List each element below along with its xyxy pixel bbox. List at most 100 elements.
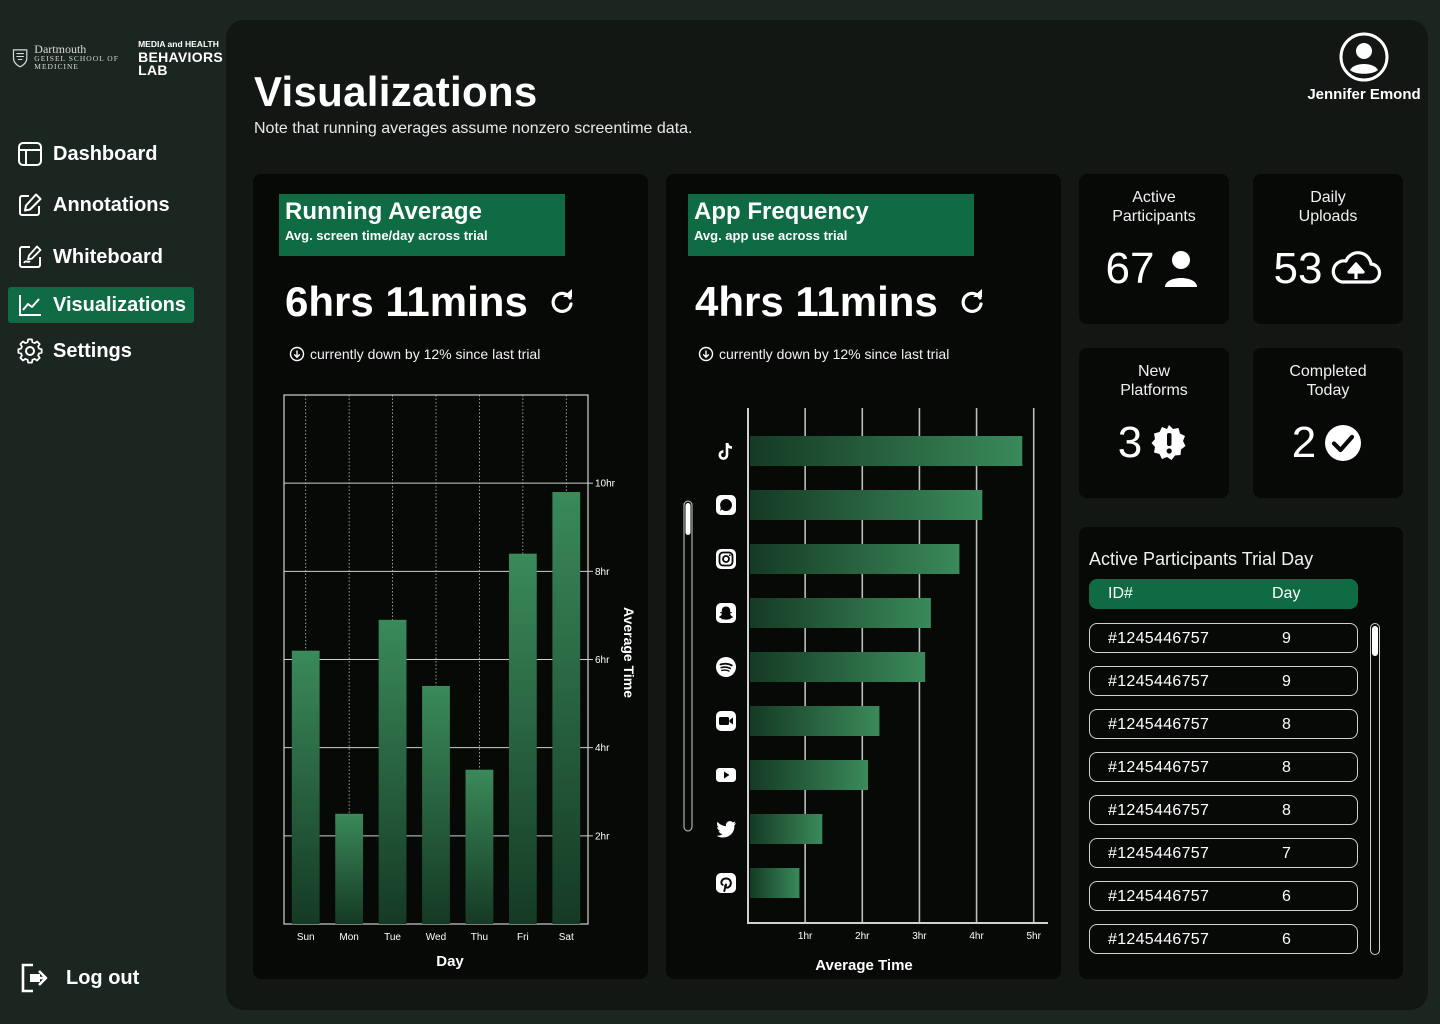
x-tick-label: Sat [559,932,574,943]
bar-tiktok [750,436,1023,466]
lab-name: MEDIA and HEALTH BEHAVIORS LAB [138,39,223,78]
school-name: Dartmouth GEISEL SCHOOL OF MEDICINE [34,42,119,71]
stat-completed-today: Completed Today 2 [1253,348,1403,498]
x-tick-label: Wed [426,932,446,943]
participant-id: #1245446757 [1108,931,1210,948]
scrollbar-thumb[interactable] [685,503,691,535]
nav-item-whiteboard[interactable]: Whiteboard [8,239,194,275]
x-tick-label: 4hr [969,931,984,942]
dashboard-icon [18,142,42,166]
running-average-header: Running Average Avg. screen time/day acr… [279,194,565,256]
app-frequency-card: App Frequency Avg. app use across trial … [666,174,1061,979]
nav-item-annotations[interactable]: Annotations [8,187,194,223]
x-tick-label: Sun [297,932,315,943]
participants-title: Active Participants Trial Day [1089,549,1314,569]
stat-number: 53 [1273,244,1323,293]
cloud-upload-icon [1332,251,1382,284]
participant-row[interactable]: #1245446757 6 [1089,924,1358,954]
stat-number: 67 [1105,244,1155,293]
nav-label: Whiteboard [53,245,163,268]
trend-text: currently down by 12% since last trial [719,346,950,362]
participant-day: 8 [1282,716,1291,733]
user-name: Jennifer Emond [1307,86,1421,103]
card-subtitle: Avg. screen time/day across trial [285,228,488,243]
x-tick-label: Mon [339,932,358,943]
bar-pinterest [750,868,800,898]
nav-item-visualizations[interactable]: Visualizations [8,287,194,323]
bar-fri [508,553,537,924]
bar-thu [465,769,494,924]
value-text: 4hrs 11mins [695,278,938,325]
running-average-value: 6hrs 11mins [285,278,576,326]
participant-row[interactable]: #1245446757 7 [1089,838,1358,868]
instagram-icon [716,549,736,569]
messenger-icon [716,495,736,515]
x-tick-label: 5hr [1026,931,1041,942]
participant-day: 6 [1282,888,1291,905]
nav-item-settings[interactable]: Settings [8,333,194,369]
arrow-down-circle-icon [698,346,714,362]
x-tick-label: Thu [471,932,488,943]
column-id-header: ID# [1108,585,1133,602]
arrow-down-circle-icon [289,346,305,362]
y-tick-label: 4hr [595,743,610,754]
participant-row[interactable]: #1245446757 6 [1089,881,1358,911]
card-title: Running Average [285,198,482,225]
bar-wed [422,685,450,924]
logout-label: Log out [66,966,140,989]
running-average-trend: currently down by 12% since last trial [289,346,540,362]
bar-zoom [750,706,880,736]
edit-icon [19,193,42,216]
x-tick-label: Tue [384,932,401,943]
y-tick-label: 6hr [595,655,610,666]
bar-messenger [750,490,983,520]
main-panel: Visualizations Note that running average… [226,20,1428,1010]
participants-scrollbar[interactable] [1370,623,1380,955]
participant-row[interactable]: #1245446757 8 [1089,709,1358,739]
page-title: Visualizations [254,68,538,115]
chart-line-icon [19,295,41,316]
y-tick-label: 8hr [595,567,610,578]
participants-panel: Active Participants Trial Day ID# Day #1… [1079,527,1403,979]
twitter-icon [716,821,736,838]
shield-icon [12,48,28,68]
bar-sun [291,650,320,924]
stat-value: 67 [1079,244,1229,294]
refresh-icon[interactable] [958,288,986,316]
participant-day: 8 [1282,802,1291,819]
column-day-header: Day [1272,585,1301,602]
app-list-scrollbar[interactable] [683,500,693,832]
refresh-icon[interactable] [548,288,576,316]
participant-row[interactable]: #1245446757 9 [1089,623,1358,653]
participant-id: #1245446757 [1108,630,1210,647]
logout-button[interactable]: Log out [20,962,139,994]
card-title: App Frequency [694,198,869,225]
scrollbar-thumb[interactable] [1372,626,1378,656]
stat-label: New Platforms [1120,363,1188,399]
person-icon [1165,251,1198,287]
y-axis-label: Average Time [621,607,637,698]
logout-icon [21,963,48,993]
participant-day: 9 [1282,673,1291,690]
card-subtitle: Avg. app use across trial [694,228,848,243]
stat-value: 2 [1253,418,1403,468]
bar-snapchat [750,598,931,628]
user-avatar-icon [1339,32,1389,82]
bar-youtube [750,760,868,790]
bar-spotify [750,652,926,682]
y-tick-label: 10hr [595,479,616,490]
snapchat-icon [716,603,736,623]
nav-item-dashboard[interactable]: Dashboard [8,136,194,172]
participant-day: 7 [1282,845,1291,862]
user-profile[interactable]: Jennifer Emond [1304,32,1424,103]
participant-row[interactable]: #1245446757 9 [1089,666,1358,696]
x-axis-label: Average Time [815,957,913,974]
participant-row[interactable]: #1245446757 8 [1089,752,1358,782]
participant-id: #1245446757 [1108,802,1210,819]
stat-label: Completed Today [1289,363,1367,399]
zoom-icon [716,711,736,731]
x-tick-label: Fri [517,932,529,943]
participant-row[interactable]: #1245446757 8 [1089,795,1358,825]
